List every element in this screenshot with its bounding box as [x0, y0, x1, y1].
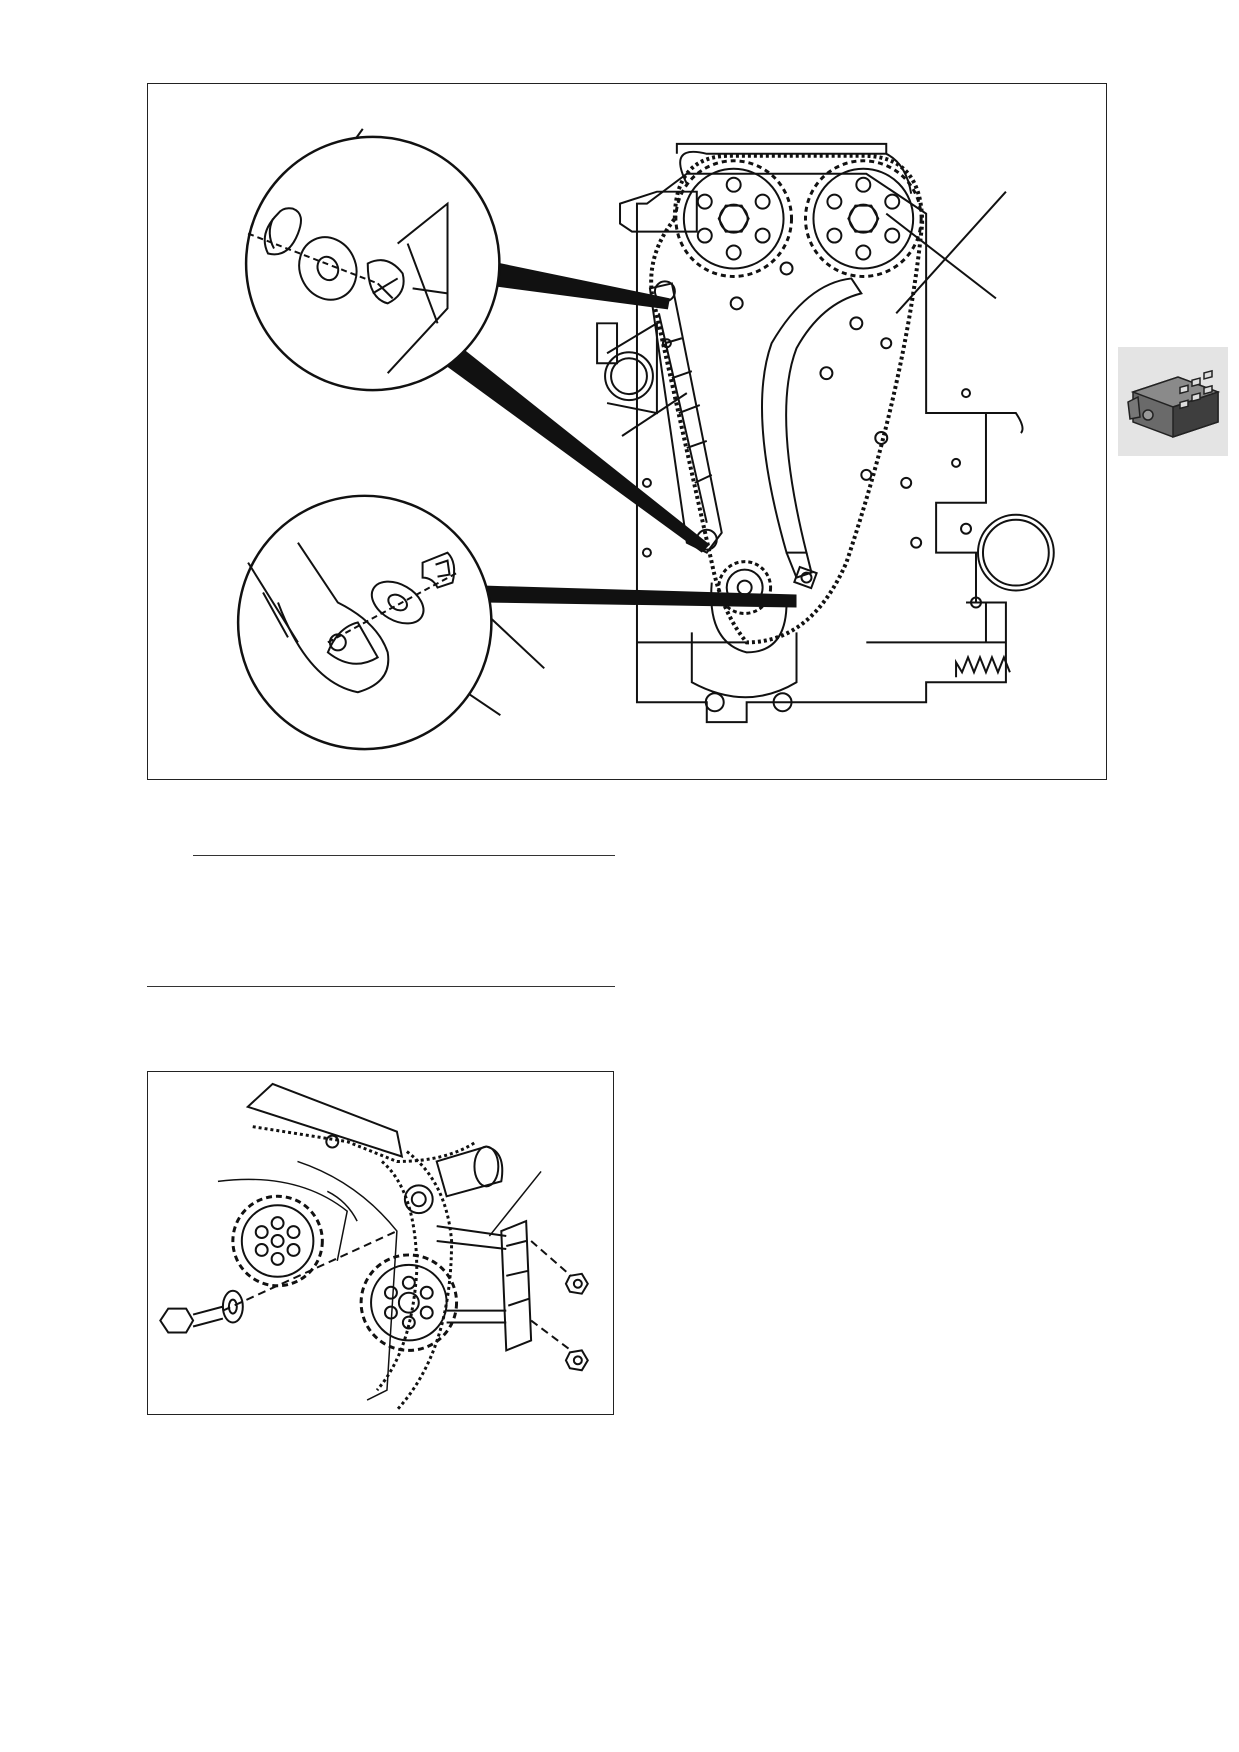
sprocket-washer	[221, 1289, 244, 1324]
section-rule-lower	[147, 986, 615, 987]
exploded-sprocket	[231, 1194, 324, 1288]
block-bolt-holes	[641, 261, 982, 609]
intake-camshaft-sprocket	[674, 159, 794, 278]
engine-icon	[1127, 369, 1221, 439]
engine-block	[596, 142, 1055, 724]
timing-chain-loop	[395, 1150, 454, 1412]
chain-tensioner	[436, 1219, 533, 1352]
tensioner-nut-upper	[564, 1272, 589, 1295]
tensioner-stud-lower	[446, 1309, 507, 1324]
tensioner-rail	[761, 277, 863, 579]
callout-wedges	[442, 258, 797, 608]
upper-guide	[245, 1082, 404, 1158]
chain-upper-run	[252, 1125, 478, 1163]
installed-sprocket	[359, 1253, 459, 1352]
timing-chain-illustration	[236, 128, 1055, 751]
sprocket-bolt	[159, 1305, 224, 1334]
idler-hub	[403, 1184, 434, 1215]
lower-detail-callout	[236, 494, 493, 751]
timing-chain	[649, 153, 925, 645]
tensioner-exploded-illustration	[159, 1082, 589, 1412]
section-tab[interactable]	[1118, 347, 1228, 456]
upper-detail-callout	[244, 135, 501, 392]
timing-chain-figure	[147, 83, 1107, 780]
pump-housing	[604, 321, 658, 415]
tensioner-nut-lower	[564, 1349, 589, 1372]
tensioner-bolt	[793, 565, 818, 590]
crankshaft-sprocket	[690, 560, 798, 713]
tensioner-stud-upper	[436, 1225, 507, 1250]
exhaust-camshaft-sprocket	[803, 159, 923, 278]
section-rule-upper	[193, 855, 615, 856]
tensioner-assembly-figure	[147, 1071, 614, 1415]
